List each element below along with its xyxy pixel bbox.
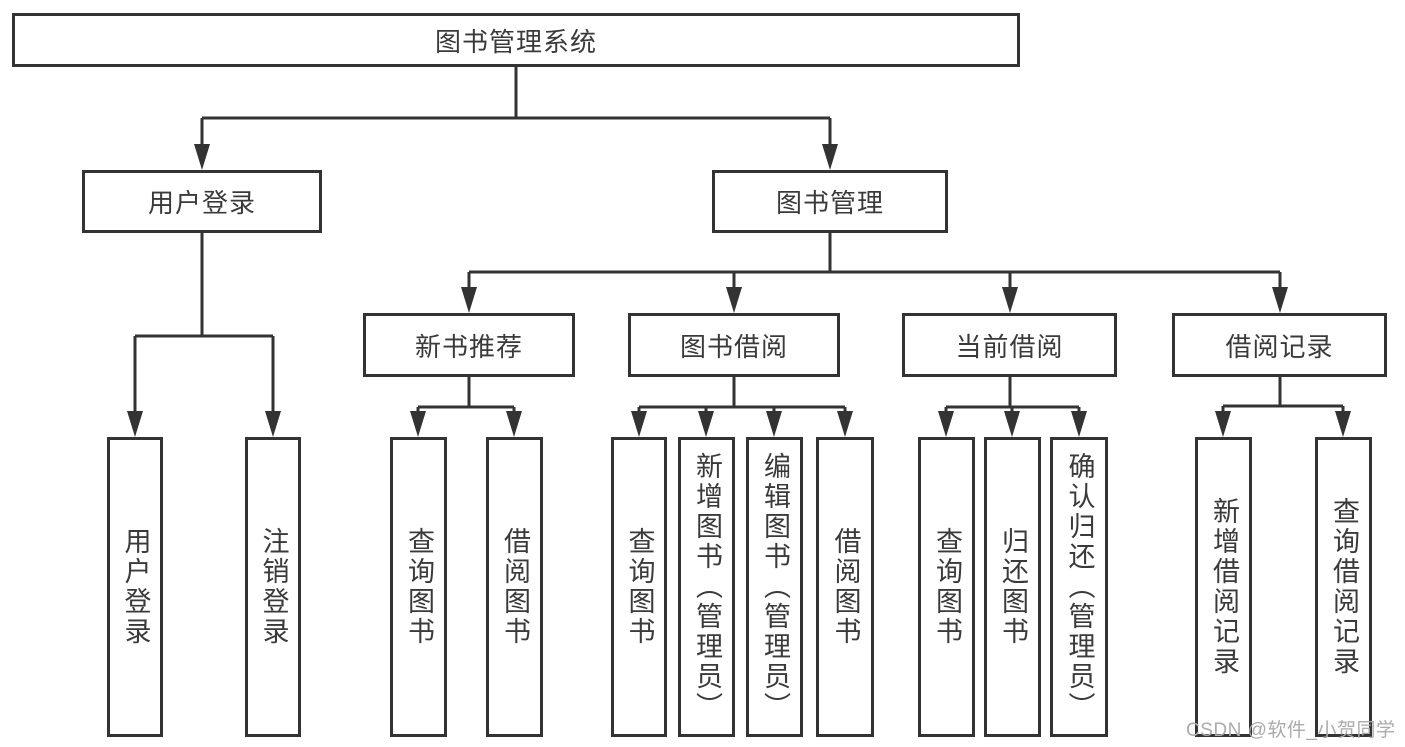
node-label: 图书管理系统: [434, 26, 597, 57]
arrowheads-level2: [194, 144, 838, 170]
node-label: 注销登录: [258, 527, 289, 647]
node-label: 查询借阅记录: [1329, 497, 1359, 677]
node-label: 查询图书: [624, 527, 655, 647]
leaf-borrow-books-recommend: 借阅图书: [486, 437, 543, 737]
connector-borrow-records-to-leaves: [1221, 377, 1345, 415]
arrowheads-borrow-records-leaves: [1215, 411, 1351, 437]
leaf-query-borrow-record: 查询借阅记录: [1315, 437, 1372, 737]
node-label: 借阅图书: [500, 527, 530, 647]
arrowheads-current-borrow-leaves: [938, 411, 1087, 437]
node-borrowing-records: 借阅记录: [1172, 313, 1387, 377]
node-label: 借阅记录: [1225, 331, 1334, 362]
arrowheads-user-login-leaves: [127, 411, 281, 437]
arrowheads-book-borrow-leaves: [631, 411, 853, 437]
leaf-logout: 注销登录: [245, 437, 301, 737]
node-label: 查询图书: [932, 527, 962, 647]
node-label: 图书管理: [775, 188, 884, 218]
node-label: 当前借阅: [955, 331, 1064, 362]
node-library-management-system: 图书管理系统: [12, 13, 1020, 67]
connector-book-borrow-to-leaves: [637, 377, 847, 415]
node-new-book-recommendation: 新书推荐: [363, 313, 575, 377]
node-label: 借阅图书: [830, 527, 861, 647]
leaf-edit-books-admin: 编辑图书（管理员）: [746, 437, 803, 737]
node-label: 确认归还（管理员）: [1064, 452, 1095, 722]
node-label: 新增借阅记录: [1209, 497, 1239, 677]
leaf-add-books-admin: 新增图书（管理员）: [678, 437, 735, 737]
node-label: 编辑图书（管理员）: [760, 452, 790, 722]
arrowheads-level3: [461, 287, 1288, 313]
leaf-return-books: 归还图书: [984, 437, 1041, 737]
node-label: 归还图书: [998, 527, 1028, 647]
connector-new-books-to-leaves: [416, 377, 516, 415]
node-current-borrowing: 当前借阅: [902, 313, 1117, 377]
leaf-query-books-recommend: 查询图书: [390, 437, 447, 737]
node-label: 新书推荐: [414, 331, 523, 362]
connector-user-login-to-leaves: [133, 233, 275, 415]
arrowheads-new-books-leaves: [410, 411, 522, 437]
node-label: 新增图书（管理员）: [692, 452, 722, 722]
connector-current-borrow-to-leaves: [944, 377, 1081, 415]
node-book-borrowing: 图书借阅: [628, 313, 840, 377]
leaf-confirm-return-admin: 确认归还（管理员）: [1050, 437, 1108, 737]
leaf-query-books-borrowing: 查询图书: [611, 437, 667, 737]
node-label: 用户登录: [120, 527, 151, 647]
node-label: 图书借阅: [679, 331, 788, 362]
connector-book-mgmt-to-level3: [467, 233, 1282, 291]
node-user-login: 用户登录: [82, 170, 322, 233]
leaf-add-borrow-record: 新增借阅记录: [1195, 437, 1252, 737]
csdn-watermark: CSDN @软件_小贺同学: [1186, 720, 1396, 741]
leaf-borrow-books-borrowing: 借阅图书: [816, 437, 874, 737]
node-label: 用户登录: [147, 188, 256, 218]
node-label: 查询图书: [404, 527, 434, 647]
connector-root-to-level2: [200, 67, 832, 148]
leaf-query-books-current: 查询图书: [918, 437, 975, 737]
leaf-user-login: 用户登录: [107, 437, 163, 737]
node-book-management: 图书管理: [712, 170, 948, 233]
